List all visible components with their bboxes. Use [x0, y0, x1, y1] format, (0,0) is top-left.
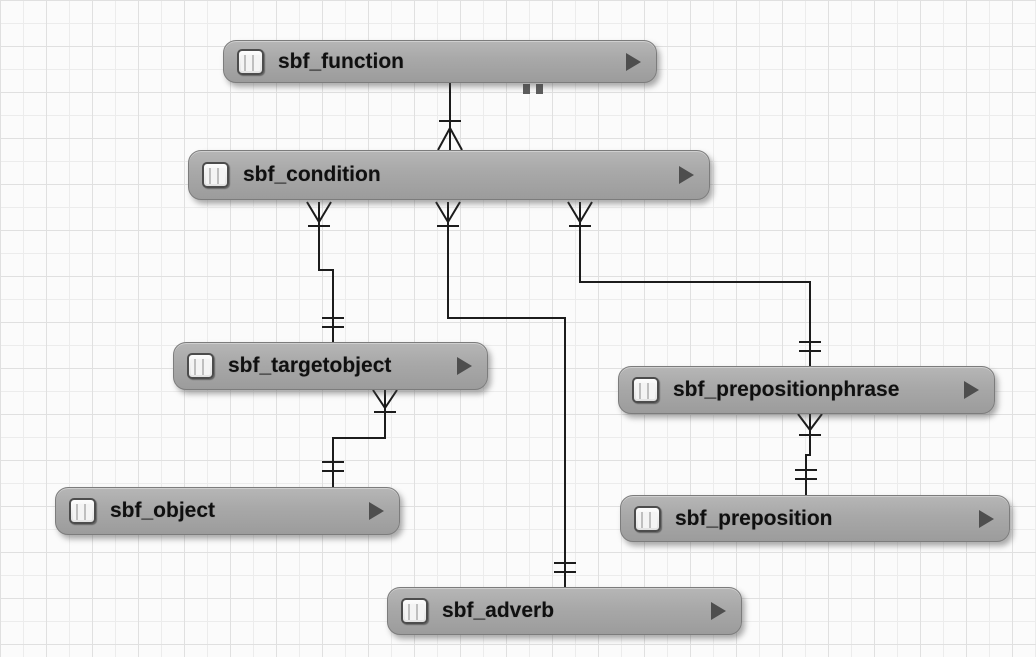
table-sbf-targetobject[interactable]: sbf_targetobject [173, 342, 488, 390]
table-sbf-preposition[interactable]: sbf_preposition [620, 495, 1010, 542]
table-title: sbf_condition [243, 163, 381, 186]
expand-arrow-icon[interactable] [626, 52, 641, 71]
table-sbf-object[interactable]: sbf_object [55, 487, 400, 535]
connector-stub [523, 84, 530, 94]
table-title: sbf_preposition [675, 506, 833, 530]
relationship-function-condition[interactable] [437, 83, 463, 151]
expand-arrow-icon[interactable] [964, 381, 979, 399]
table-sbf-prepositionphrase[interactable]: sbf_prepositionphrase [618, 366, 995, 414]
expand-arrow-icon[interactable] [679, 166, 694, 184]
table-title: sbf_targetobject [228, 354, 392, 377]
table-grid-icon [634, 505, 661, 532]
expand-arrow-icon[interactable] [711, 602, 726, 620]
table-grid-icon [632, 377, 659, 403]
connector-stub [536, 84, 543, 94]
expand-arrow-icon[interactable] [369, 502, 384, 520]
table-sbf-adverb[interactable]: sbf_adverb [387, 587, 742, 635]
table-grid-icon [69, 498, 96, 524]
relationship-prepositionphrase-preposition[interactable] [795, 413, 823, 495]
relationship-condition-adverb[interactable] [435, 201, 576, 587]
table-title: sbf_function [278, 49, 404, 73]
table-title: sbf_prepositionphrase [673, 378, 900, 401]
table-grid-icon [237, 48, 264, 75]
table-grid-icon [202, 162, 229, 188]
expand-arrow-icon[interactable] [979, 509, 994, 528]
table-grid-icon [401, 598, 428, 624]
expand-arrow-icon[interactable] [457, 357, 472, 375]
table-title: sbf_object [110, 499, 216, 522]
relationship-condition-targetobject[interactable] [306, 201, 344, 342]
table-title: sbf_adverb [442, 599, 555, 622]
table-sbf-condition[interactable]: sbf_condition [188, 150, 710, 200]
table-grid-icon [187, 353, 214, 379]
relationship-targetobject-object[interactable] [322, 389, 398, 487]
table-sbf-function[interactable]: sbf_function [223, 40, 657, 83]
relationship-condition-prepositionphrase[interactable] [567, 201, 821, 366]
